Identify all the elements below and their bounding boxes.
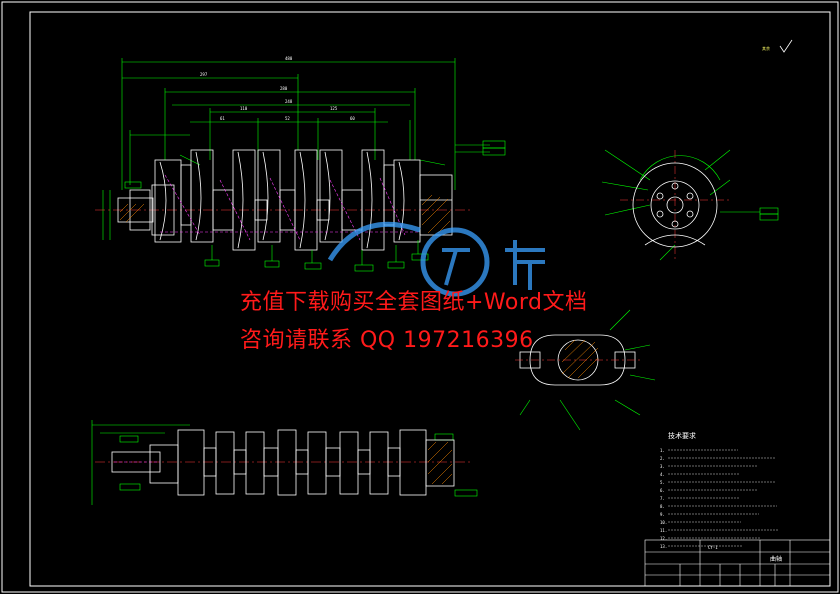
tech-req-item-number: 4.: [660, 472, 665, 477]
watermark-line-2: 咨询请联系 QQ 197216396: [240, 322, 534, 354]
watermark-line-2-text: 咨询请联系 QQ 1972163: [240, 328, 505, 353]
logo-watermark: [327, 221, 545, 297]
tech-req-item-number: 3.: [660, 464, 665, 469]
svg-text:297: 297: [200, 72, 208, 77]
tech-req-item-number: 12.: [660, 536, 667, 541]
title-part-name: 曲轴: [770, 555, 782, 563]
tech-req-item-number: 5.: [660, 480, 665, 485]
svg-text:280: 280: [280, 86, 288, 91]
tech-req-item-number: 13.: [660, 544, 667, 549]
tech-req-title: 技术要求: [668, 431, 696, 440]
title-block: 曲轴 CY-1: [644, 539, 831, 587]
tech-req-item-number: 8.: [660, 504, 665, 509]
main-front-view: 480 297 280 248 110 125 61 52 60: [95, 56, 506, 272]
svg-text:110: 110: [240, 106, 248, 111]
section-view: [515, 309, 656, 431]
watermark-line-1: 充值下载购买全套图纸+Word文档: [240, 290, 588, 315]
svg-text:480: 480: [285, 56, 293, 61]
svg-text:248: 248: [285, 99, 293, 104]
watermark-line-2-suffix: 96: [504, 328, 534, 353]
inner-frame: [29, 11, 831, 587]
technical-requirements: 技术要求 1. 2. 3. 4. 5. 6. 7. 8. 9. 10. 11. 12. 13.: [660, 431, 778, 549]
svg-text:60: 60: [350, 116, 355, 121]
svg-text:125: 125: [330, 106, 338, 111]
tech-req-item-number: 2.: [660, 456, 665, 461]
bottom-plan-view: [91, 420, 478, 505]
surface-roughness-mark: 其余: [762, 39, 793, 53]
tech-req-item-number: 6.: [660, 488, 665, 493]
tech-req-item-number: 10.: [660, 520, 667, 525]
end-view: [601, 149, 779, 261]
tech-req-item-number: 1.: [660, 448, 665, 453]
title-drawing-number: CY-1: [708, 545, 718, 550]
svg-text:其余: 其余: [762, 45, 770, 51]
svg-text:52: 52: [285, 116, 290, 121]
tech-req-item-number: 11.: [660, 528, 667, 533]
svg-text:61: 61: [220, 116, 225, 121]
tech-req-item-number: 7.: [660, 496, 665, 501]
tech-req-item-number: 9.: [660, 512, 665, 517]
